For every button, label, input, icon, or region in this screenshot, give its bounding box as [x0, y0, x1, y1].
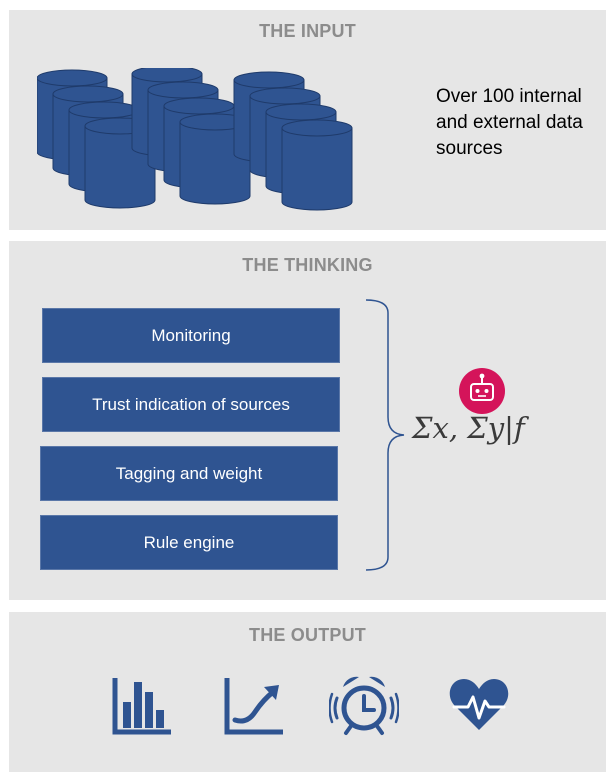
- thinking-panel: THE THINKING Monitoring Trust indication…: [9, 241, 606, 600]
- step-monitoring: Monitoring: [42, 308, 340, 363]
- step-label: Rule engine: [143, 532, 235, 552]
- thinking-title: THE THINKING: [242, 255, 373, 275]
- robot-icon: [459, 368, 505, 414]
- bar-chart-icon: [112, 678, 171, 735]
- step-label: Tagging and weight: [115, 463, 263, 483]
- line-chart-icon: [224, 678, 283, 735]
- database-icon: [179, 113, 251, 205]
- heart-pulse-icon: [449, 679, 509, 730]
- alarm-clock-icon: [329, 676, 399, 735]
- input-title: THE INPUT: [259, 21, 356, 41]
- input-panel: THE INPUT Over 100 internal and external…: [9, 10, 606, 230]
- database-cluster: [37, 68, 353, 211]
- step-label: Trust indication of sources: [92, 394, 290, 414]
- step-label: Monitoring: [151, 325, 231, 345]
- step-tagging-weight: Tagging and weight: [40, 446, 338, 501]
- input-description: Over 100 internal and external data sour…: [436, 86, 583, 159]
- database-icon: [281, 119, 353, 211]
- step-trust-indication: Trust indication of sources: [42, 377, 340, 432]
- formula: Σx, Σy|f: [412, 411, 525, 445]
- output-panel: THE OUTPUT: [9, 612, 606, 772]
- output-title: THE OUTPUT: [249, 625, 366, 645]
- curly-brace-icon: [365, 299, 405, 571]
- step-rule-engine: Rule engine: [40, 515, 338, 570]
